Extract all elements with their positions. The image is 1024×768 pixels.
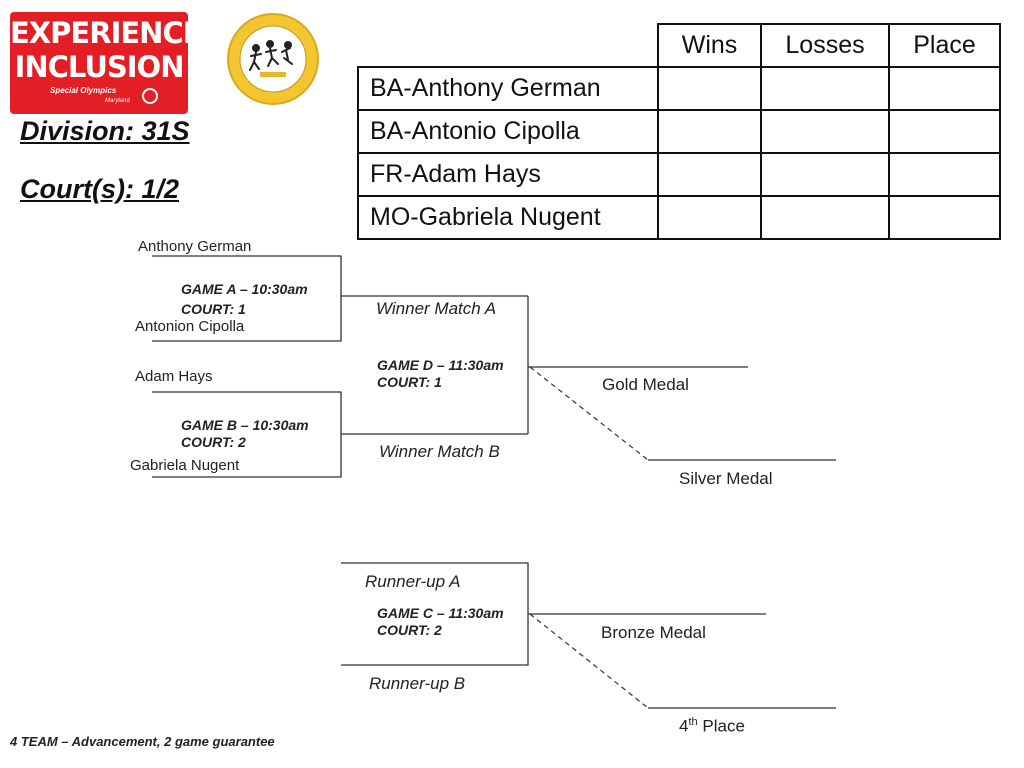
place-cell[interactable]	[888, 66, 1001, 111]
fourth-place-label: 4th Place	[679, 716, 745, 737]
place-cell[interactable]	[888, 195, 1001, 240]
game-b-time: GAME B – 10:30am	[181, 417, 309, 433]
game-c-label: GAME C – 11:30am COURT: 2	[377, 605, 504, 639]
game-a-bracket	[152, 255, 342, 342]
logo-line2: INCLUSION	[14, 50, 185, 84]
team-name-cell: MO-Gabriela Nugent	[357, 195, 659, 240]
wins-cell[interactable]	[657, 66, 762, 111]
losses-cell[interactable]	[760, 109, 890, 154]
table-row: MO-Gabriela Nugent	[357, 195, 1001, 240]
wins-cell[interactable]	[657, 195, 762, 240]
game-d-time: GAME D – 11:30am	[377, 357, 504, 373]
game-b-court: COURT: 2	[181, 434, 246, 450]
courts-label: Court(s): 1/2	[20, 174, 180, 204]
losses-cell[interactable]	[760, 66, 890, 111]
wins-cell[interactable]	[657, 109, 762, 154]
game-a-court: COURT: 1	[181, 301, 246, 317]
logo-region: Maryland	[105, 98, 130, 104]
team-name-cell: BA-Antonio Cipolla	[357, 109, 659, 154]
standings-table: Wins Losses Place BA-Anthony German BA-A…	[357, 23, 1001, 240]
silver-medal-label: Silver Medal	[679, 469, 773, 488]
place-cell[interactable]	[888, 109, 1001, 154]
player-gabriela-nugent: Gabriela Nugent	[130, 457, 240, 474]
standings-header-row: Wins Losses Place	[358, 23, 1001, 68]
col-header-wins: Wins	[657, 23, 762, 68]
player-anthony-german: Anthony German	[138, 238, 252, 255]
game-d-court: COURT: 1	[377, 374, 442, 390]
fourth-place-number: 4	[679, 716, 689, 736]
place-cell[interactable]	[888, 152, 1001, 197]
winner-match-a: Winner Match A	[376, 299, 497, 318]
player-adam-hays: Adam Hays	[135, 368, 213, 385]
gold-medal-label: Gold Medal	[602, 375, 689, 394]
runner-up-b: Runner-up B	[369, 674, 466, 693]
runner-up-a: Runner-up A	[365, 572, 461, 591]
fourth-place-suffix: th	[688, 716, 698, 728]
division-label: Division: 31S	[20, 116, 190, 146]
game-c-court: COURT: 2	[377, 622, 442, 638]
game-a-time: GAME A – 10:30am	[181, 281, 308, 297]
logo-line1: EXPERIENCE	[10, 16, 203, 50]
team-name-cell: BA-Anthony German	[357, 66, 659, 111]
format-footer: 4 TEAM – Advancement, 2 game guarantee	[10, 734, 275, 749]
player-antonion-cipolla: Antonion Cipolla	[135, 318, 245, 335]
winner-match-b: Winner Match B	[379, 442, 500, 461]
special-olympics-maryland-seal	[227, 13, 319, 105]
table-row: BA-Anthony German	[357, 66, 1001, 111]
table-row: BA-Antonio Cipolla	[357, 109, 1001, 154]
table-row: FR-Adam Hays	[357, 152, 1001, 197]
team-name-cell: FR-Adam Hays	[357, 152, 659, 197]
game-a-label: GAME A – 10:30am COURT: 1	[181, 281, 308, 318]
wins-cell[interactable]	[657, 152, 762, 197]
bronze-medal-label: Bronze Medal	[601, 623, 706, 642]
game-b-label: GAME B – 10:30am COURT: 2	[181, 417, 309, 451]
game-c-time: GAME C – 11:30am	[377, 605, 504, 621]
experience-inclusion-logo: EXPERIENCE INCLUSION Special Olympics Ma…	[10, 12, 203, 114]
losses-cell[interactable]	[760, 195, 890, 240]
fourth-place-word: Place	[697, 716, 745, 736]
col-header-place: Place	[888, 23, 1001, 68]
game-d-label: GAME D – 11:30am COURT: 1	[377, 357, 504, 391]
logo-org: Special Olympics	[50, 86, 117, 95]
col-header-losses: Losses	[760, 23, 890, 68]
game-d-loser-dashed	[529, 366, 649, 461]
header-corner	[358, 24, 659, 68]
losses-cell[interactable]	[760, 152, 890, 197]
special-olympics-mark-icon	[142, 88, 158, 104]
game-c-loser-dashed	[529, 613, 649, 709]
